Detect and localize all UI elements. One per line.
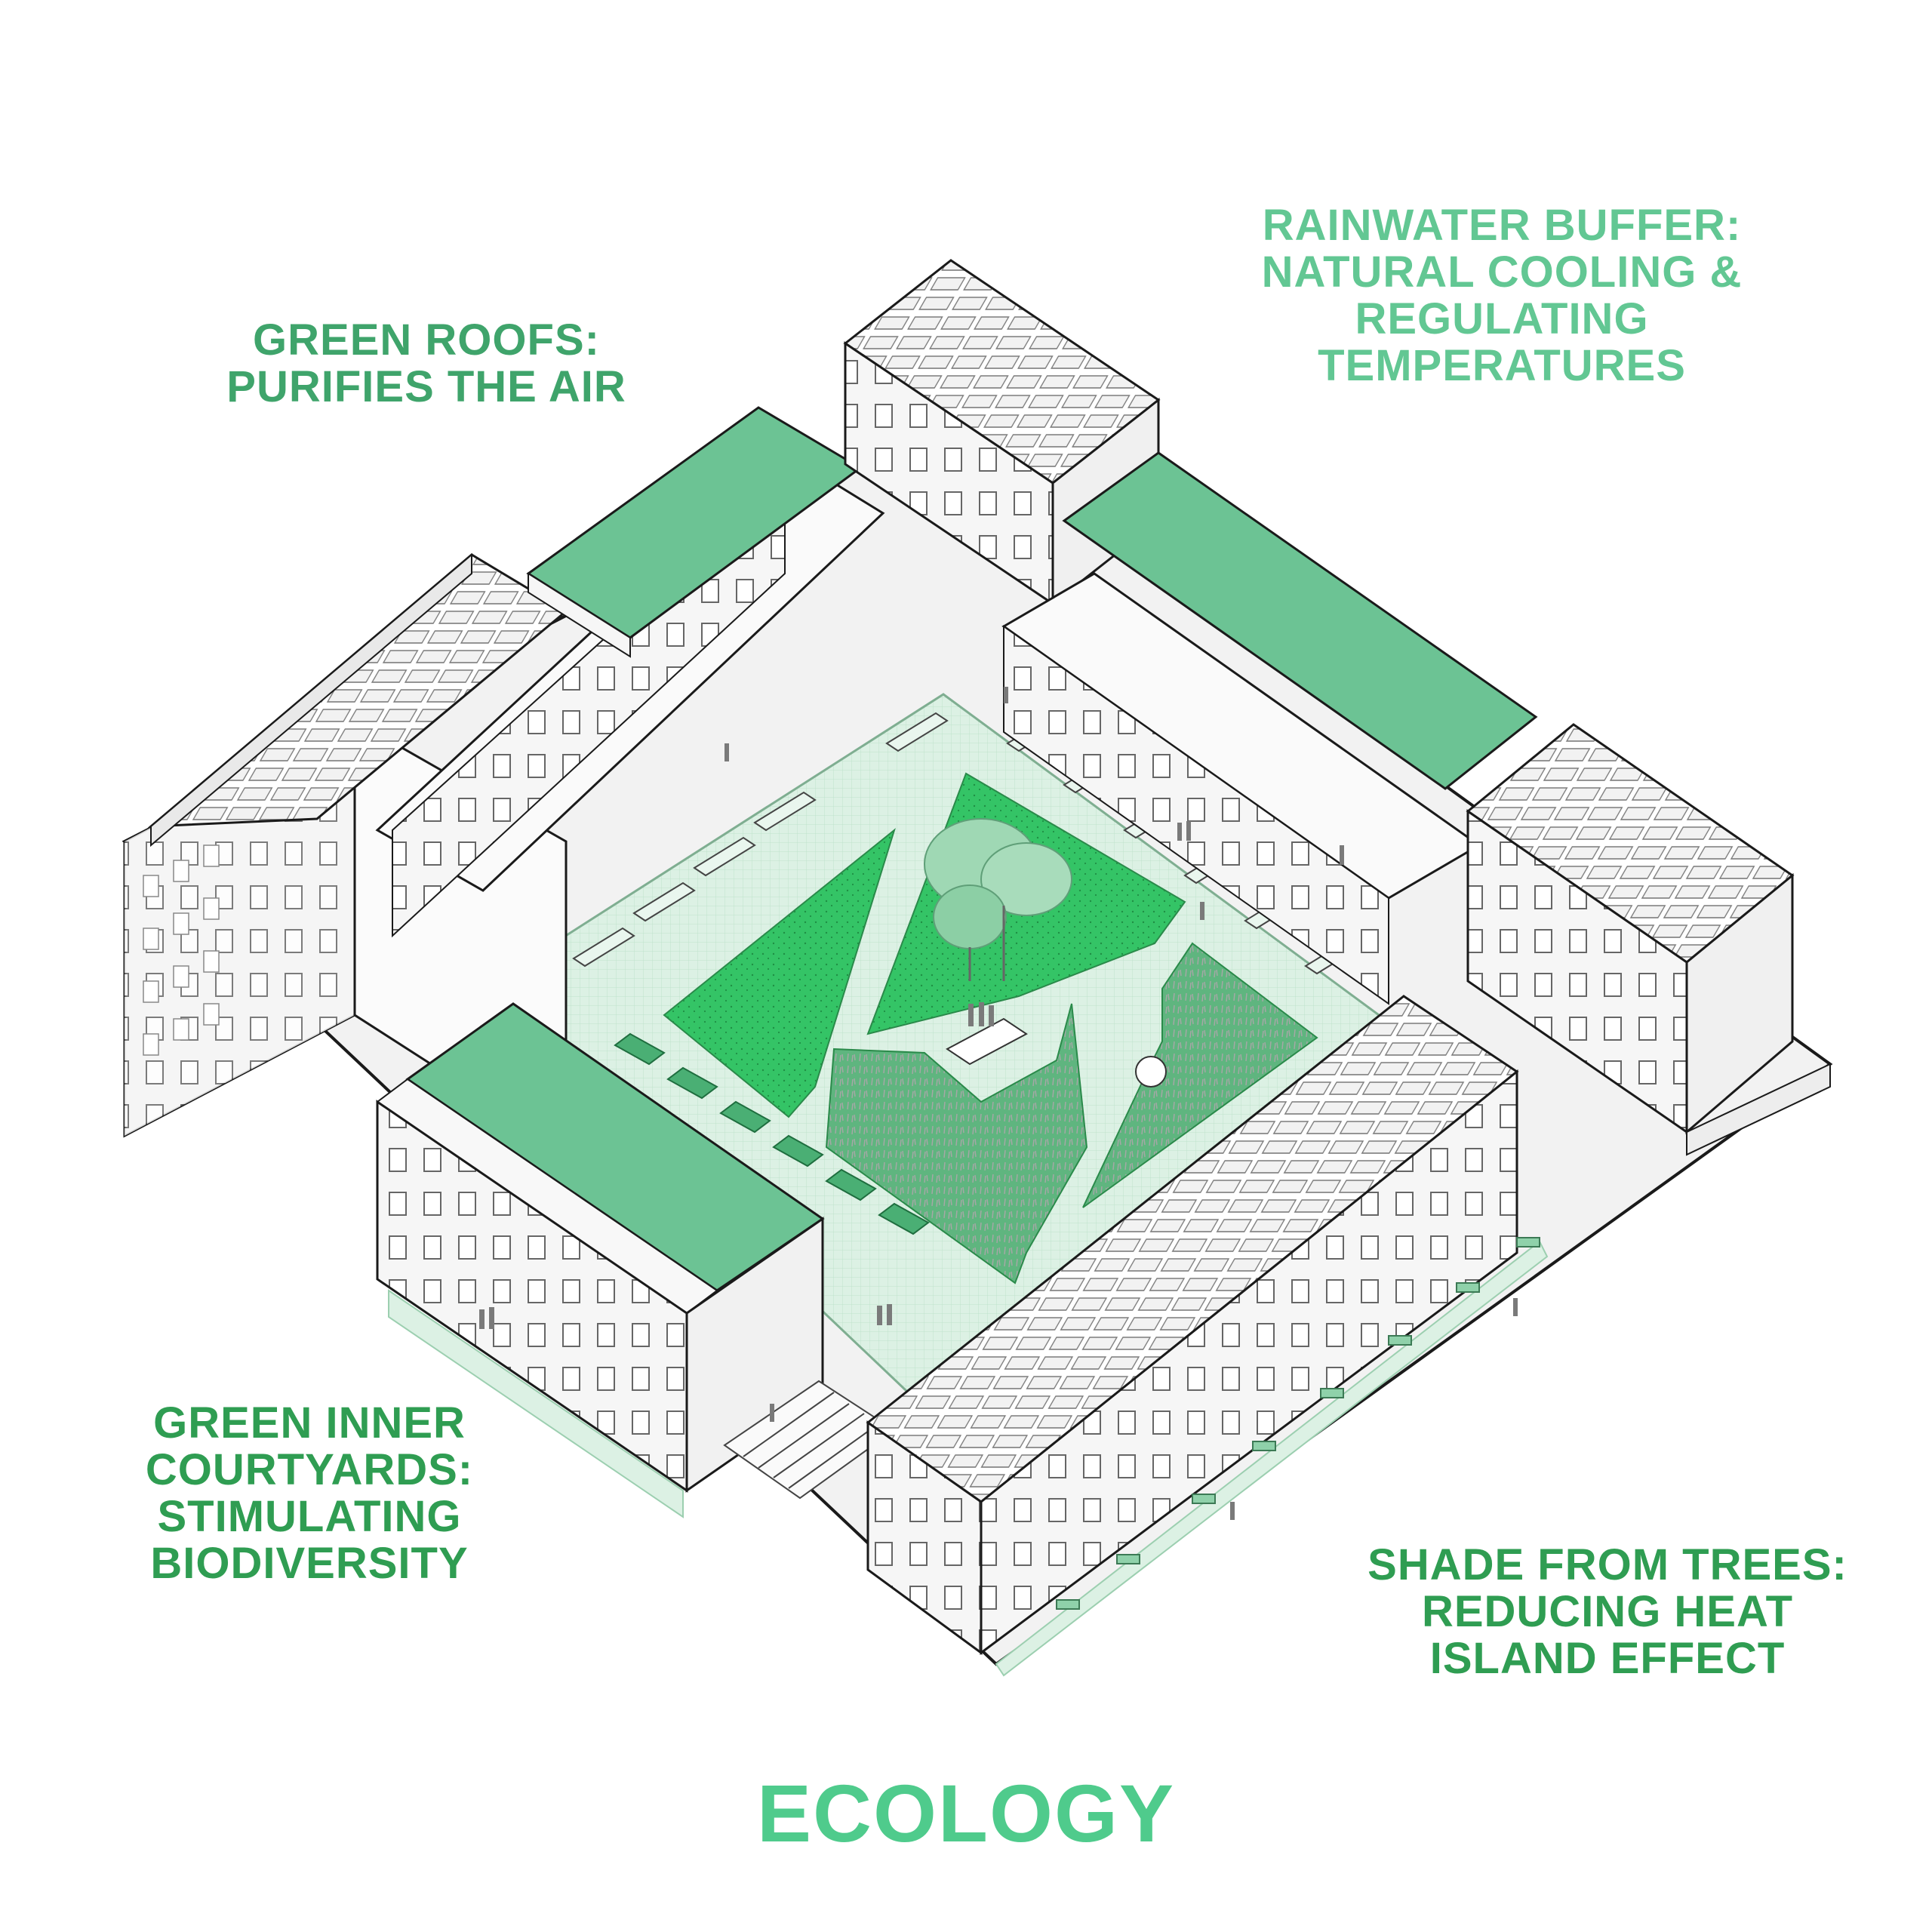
- annotation-line: TEMPERATURES: [1318, 341, 1686, 391]
- annotation-shade-from-trees: SHADE FROM TREES: REDUCING HEAT ISLAND E…: [1313, 1540, 1902, 1684]
- annotation-line: PURIFIES THE AIR: [226, 362, 626, 412]
- green-roof-northeast: [1062, 451, 1538, 790]
- annotation-line: GREEN INNER: [153, 1398, 466, 1447]
- annotation-green-roofs: GREEN ROOFS: PURIFIES THE AIR: [174, 315, 679, 412]
- courtyard-meadow-south: [825, 1003, 1088, 1284]
- annotation-line: NATURAL COOLING &: [1261, 248, 1743, 297]
- tree-canopy-group: [924, 818, 1072, 981]
- picnic-table: [946, 1017, 1028, 1066]
- diagram-title: ECOLOGY: [756, 1767, 1176, 1859]
- annotation-line: BIODIVERSITY: [150, 1539, 469, 1589]
- building-southwest: [376, 1002, 825, 1518]
- rainwater-buffer-strips: [614, 1032, 930, 1235]
- facade-window-grid: [143, 844, 220, 1056]
- annotation-line: REGULATING: [1355, 294, 1649, 344]
- building-east: [1466, 723, 1831, 1156]
- building-southeast: [866, 995, 1549, 1677]
- people-figures: [479, 687, 1518, 1520]
- annotation-green-courtyards: GREEN INNER COURTYARDS: STIMULATING BIOD…: [98, 1398, 521, 1589]
- annotation-line: STIMULATING: [157, 1492, 462, 1542]
- annotation-rainwater-buffer: RAINWATER BUFFER: NATURAL COOLING & REGU…: [1177, 202, 1826, 389]
- annotation-line: REDUCING HEAT: [1421, 1587, 1794, 1637]
- round-table: [1135, 1056, 1167, 1088]
- annotation-line: COURTYARDS:: [145, 1445, 474, 1495]
- courtyard-lawn-west: [663, 828, 896, 1118]
- annotation-line: SHADE FROM TREES:: [1367, 1540, 1847, 1589]
- annotation-line: GREEN ROOFS:: [253, 315, 600, 365]
- bike-racks: [1056, 1237, 1540, 1610]
- building-northeast-wing: [1001, 572, 1481, 1005]
- annotation-line: RAINWATER BUFFER:: [1262, 201, 1742, 250]
- annotation-line: ISLAND EFFECT: [1429, 1634, 1786, 1684]
